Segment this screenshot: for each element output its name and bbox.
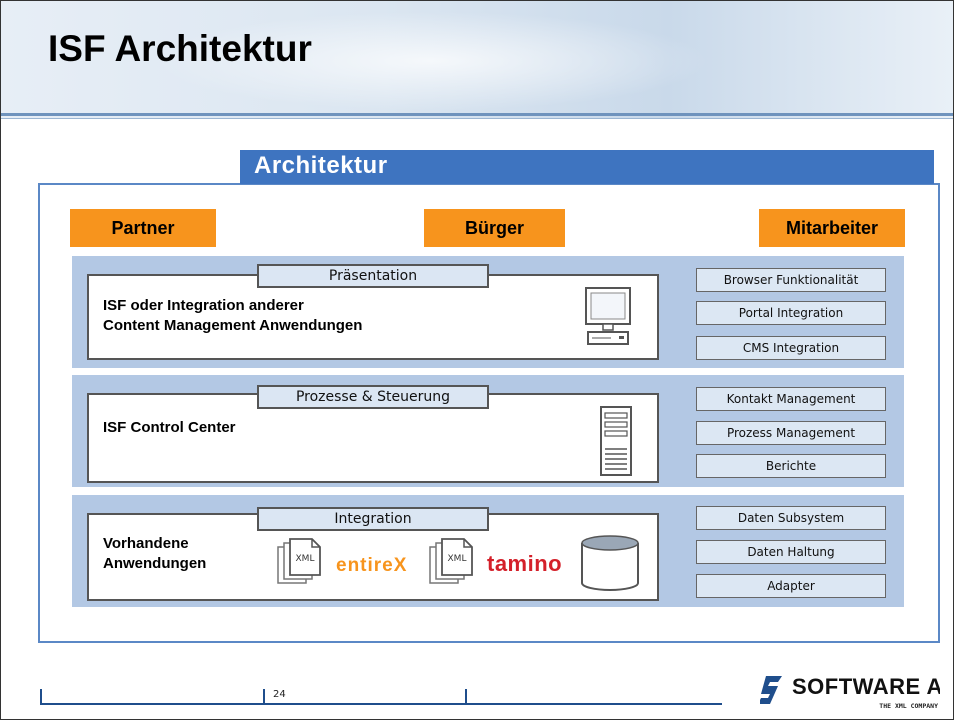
database-icon: [581, 535, 639, 591]
footer-rule: [40, 703, 722, 705]
layer-text-prozesse: ISF Control Center: [103, 418, 236, 438]
software-ag-wordmark: SOFTWARE AG: [792, 674, 940, 699]
layer-text-line: ISF oder Integration anderer: [103, 297, 304, 314]
page-number: 24: [273, 689, 286, 700]
feature-berichte: Berichte: [696, 454, 886, 478]
feature-cms-integration: CMS Integration: [696, 336, 886, 360]
xml-logo-label: XML: [448, 554, 467, 564]
software-ag-tagline: THE XML COMPANY: [879, 702, 938, 710]
xml-document-icon: XML: [277, 538, 321, 584]
feature-daten-haltung: Daten Haltung: [696, 540, 886, 564]
feature-prozess-management: Prozess Management: [696, 421, 886, 445]
header-divider: [1, 113, 953, 116]
header-divider-thin: [1, 118, 953, 119]
layer-text-line: ISF Control Center: [103, 419, 236, 436]
layer-tab-prozesse: Prozesse & Steuerung: [257, 385, 489, 409]
layer-text-line: Vorhandene: [103, 535, 189, 552]
layer-text-line: Anwendungen: [103, 555, 207, 572]
actor-mitarbeiter: Mitarbeiter: [759, 209, 905, 247]
footer-tick: [40, 689, 42, 703]
layer-tab-integration: Integration: [257, 507, 489, 531]
actor-partner: Partner: [70, 209, 216, 247]
layer-text-praesentation: ISF oder Integration anderer Content Man…: [103, 296, 362, 336]
page-title: ISF Architektur: [48, 28, 312, 69]
entirex-logo: entireX: [336, 555, 408, 576]
server-tower-icon: [600, 406, 632, 476]
layer-tab-praesentation: Präsentation: [257, 264, 489, 288]
feature-kontakt-management: Kontakt Management: [696, 387, 886, 411]
layer-text-integration: Vorhandene Anwendungen: [103, 534, 206, 574]
architecture-tab: Architektur: [240, 150, 934, 184]
header-banner: [1, 1, 953, 119]
actor-buerger: Bürger: [424, 209, 565, 247]
computer-monitor-icon: [585, 287, 631, 345]
layer-box-praesentation: [87, 274, 659, 360]
layer-text-line: Content Management Anwendungen: [103, 317, 363, 334]
xml-document-icon: XML: [429, 538, 473, 584]
feature-browser-funktionalitaet: Browser Funktionalität: [696, 268, 886, 292]
software-ag-logo: SOFTWARE AG THE XML COMPANY: [760, 674, 940, 710]
architecture-tab-label: Architektur: [254, 152, 388, 179]
feature-daten-subsystem: Daten Subsystem: [696, 506, 886, 530]
footer-tick: [465, 689, 467, 703]
xml-logo-label: XML: [296, 554, 315, 564]
footer-tick: [263, 689, 265, 703]
header-globe-graphic: [151, 11, 711, 111]
feature-portal-integration: Portal Integration: [696, 301, 886, 325]
tamino-logo: tamino: [487, 551, 563, 576]
feature-adapter: Adapter: [696, 574, 886, 598]
